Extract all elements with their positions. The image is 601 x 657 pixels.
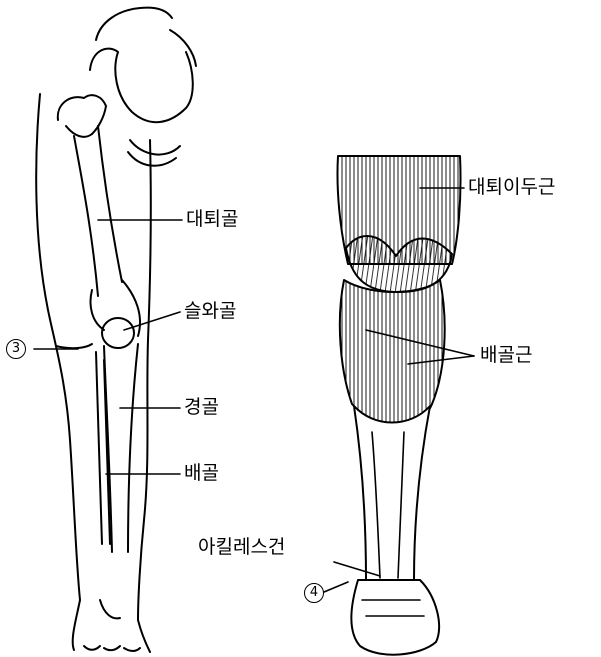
label-hamstring: 대퇴이두근 <box>468 178 555 197</box>
heel <box>351 580 439 655</box>
patella-leader <box>124 312 180 330</box>
thigh-outline-right <box>138 140 151 620</box>
marker-4: 4 <box>304 583 324 603</box>
lower-leg <box>354 406 430 580</box>
label-tibia: 경골 <box>184 398 219 417</box>
patella <box>102 318 134 348</box>
label-achilles: 아킬레스건 <box>198 538 285 557</box>
marker-4-leader <box>324 582 348 592</box>
femur-shaft <box>74 136 98 296</box>
pelvis-outline <box>96 8 172 40</box>
label-patella: 슬와골 <box>184 302 236 321</box>
label-femur: 대퇴골 <box>186 210 238 229</box>
label-gastrocnemius: 배골근 <box>480 346 532 365</box>
calf-region <box>340 280 445 424</box>
fibula <box>96 352 102 544</box>
front-leg-drawing <box>34 8 196 652</box>
foot-outline <box>73 600 80 650</box>
marker-3: 3 <box>6 339 26 359</box>
back-leg-drawing <box>324 156 474 655</box>
label-fibula: 배골 <box>184 464 219 483</box>
